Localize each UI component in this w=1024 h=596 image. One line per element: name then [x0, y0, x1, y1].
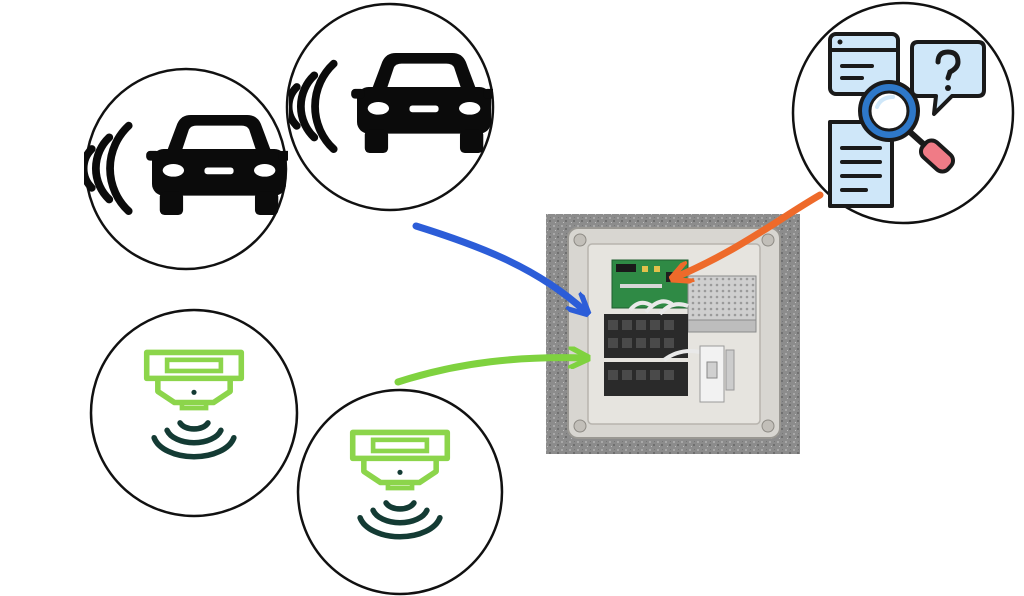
sensor-circle-right [296, 388, 504, 596]
arrow-sensor-to-controller [394, 358, 586, 386]
arrow-cars-to-controller [412, 222, 586, 312]
document-search-question-icon [828, 32, 986, 208]
arrow-analysis-to-controller [674, 191, 824, 278]
controller-box-photo [546, 214, 800, 454]
sensor-circle-left [89, 308, 299, 518]
